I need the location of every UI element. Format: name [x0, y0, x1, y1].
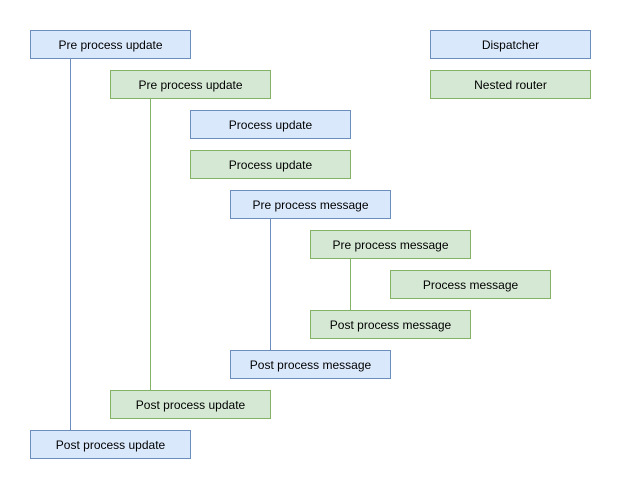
node-pre-process-update-router: Pre process update — [110, 70, 271, 99]
node-process-update-dispatcher: Process update — [190, 110, 351, 139]
connector-dispatcher-update-scope — [70, 59, 71, 430]
connector-dispatcher-message-scope — [270, 219, 271, 350]
node-dispatcher-legend: Dispatcher — [430, 30, 591, 59]
node-pre-process-update-dispatcher: Pre process update — [30, 30, 191, 59]
node-nested-router-legend: Nested router — [430, 70, 591, 99]
connector-router-message-scope — [350, 259, 351, 310]
node-pre-process-message-dispatcher: Pre process message — [230, 190, 391, 219]
node-post-process-update-router: Post process update — [110, 390, 271, 419]
node-post-process-message-router: Post process message — [310, 310, 471, 339]
node-post-process-message-dispatcher: Post process message — [230, 350, 391, 379]
node-process-message-router: Process message — [390, 270, 551, 299]
connector-router-update-scope — [150, 99, 151, 390]
node-process-update-router: Process update — [190, 150, 351, 179]
node-pre-process-message-router: Pre process message — [310, 230, 471, 259]
node-post-process-update-dispatcher: Post process update — [30, 430, 191, 459]
